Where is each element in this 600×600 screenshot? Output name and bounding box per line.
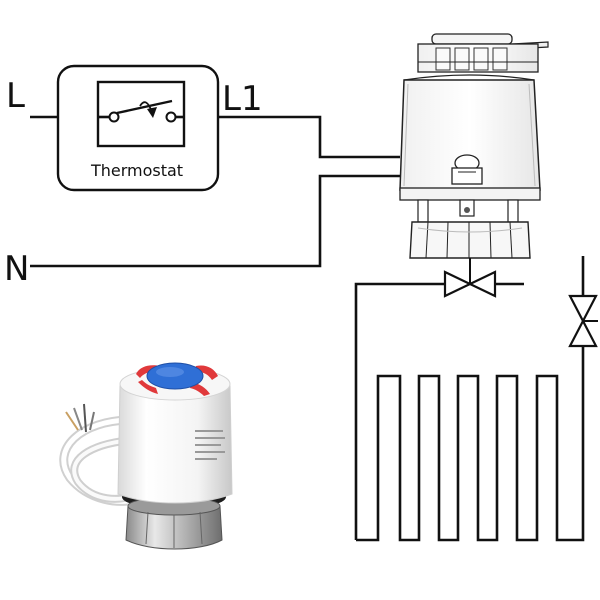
switch-symbol [98, 99, 184, 123]
supply-valve-symbol [443, 270, 497, 298]
wire-neutral [30, 174, 400, 268]
thermostat: Thermostat [56, 64, 220, 192]
actuator-cable-entry [451, 154, 483, 185]
return-valve-symbol [568, 256, 598, 348]
actuator-photo-nut [125, 496, 223, 550]
actuator-top-cap [417, 33, 549, 73]
heating-loop [356, 346, 585, 542]
supply-pipe [354, 282, 524, 540]
actuator-photo [59, 362, 233, 550]
actuator-drawing [399, 33, 549, 270]
actuator-cable [59, 403, 143, 506]
actuator-red-marker-right [194, 365, 218, 380]
terminal-label-l: L [6, 76, 25, 116]
terminal-label-n: N [4, 249, 29, 289]
wire-live-out [180, 115, 400, 159]
terminal-label-l1: L1 [222, 79, 263, 119]
actuator-photo-body [117, 385, 233, 504]
thermostat-label: Thermostat [90, 161, 183, 180]
actuator-nut [409, 221, 531, 259]
actuator-photo-print [195, 430, 225, 460]
